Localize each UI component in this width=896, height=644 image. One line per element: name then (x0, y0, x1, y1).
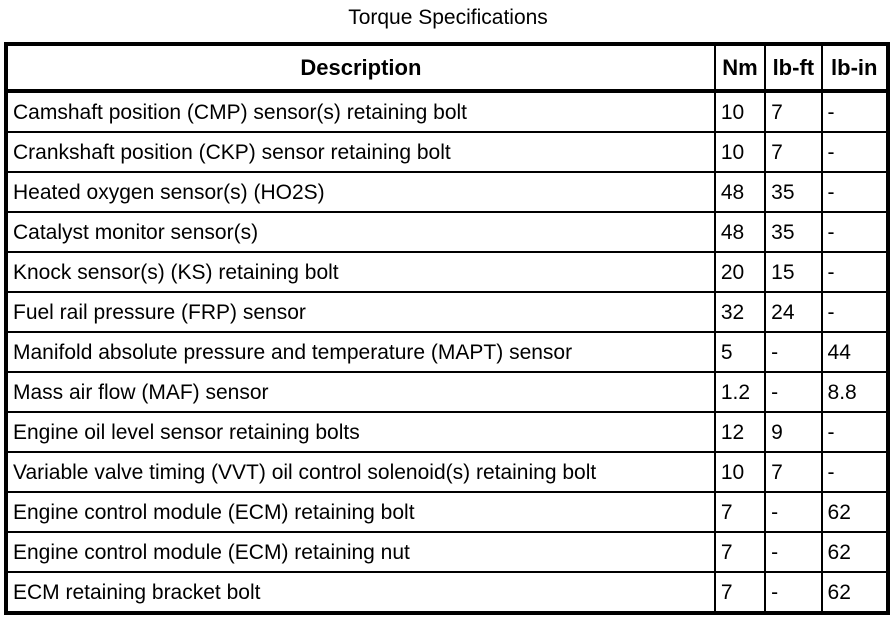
cell-lb-ft: 15 (764, 251, 823, 293)
cell-nm: 7 (713, 531, 767, 573)
column-header-description: Description (5, 43, 716, 93)
cell-lb-ft: 7 (764, 131, 823, 173)
cell-lb-in: - (820, 131, 890, 173)
table-row: Engine control module (ECM) retaining bo… (5, 491, 890, 533)
cell-description: Manifold absolute pressure and temperatu… (5, 331, 716, 373)
cell-description: Catalyst monitor sensor(s) (5, 211, 716, 253)
table-row: Camshaft position (CMP) sensor(s) retain… (5, 90, 890, 133)
cell-description: Heated oxygen sensor(s) (HO2S) (5, 171, 716, 213)
table-header: Description Nm lb-ft lb-in (5, 43, 890, 93)
cell-lb-ft: 7 (764, 90, 823, 133)
cell-lb-in: 44 (820, 331, 890, 373)
cell-lb-ft: 35 (764, 171, 823, 213)
cell-lb-ft: 35 (764, 211, 823, 253)
cell-lb-ft: - (764, 571, 823, 614)
page-title: Torque Specifications (348, 6, 548, 29)
cell-lb-in: - (820, 451, 890, 493)
column-header-lb-ft: lb-ft (764, 43, 823, 93)
cell-nm: 12 (713, 411, 767, 453)
table-row: Variable valve timing (VVT) oil control … (5, 451, 890, 493)
cell-lb-ft: - (764, 531, 823, 573)
cell-nm: 10 (713, 90, 767, 133)
table-row: Heated oxygen sensor(s) (HO2S) 48 35 - (5, 171, 890, 213)
cell-lb-in: - (820, 291, 890, 333)
cell-nm: 7 (713, 491, 767, 533)
table-row: Manifold absolute pressure and temperatu… (5, 331, 890, 373)
cell-lb-in: - (820, 211, 890, 253)
table-body: Camshaft position (CMP) sensor(s) retain… (5, 90, 890, 614)
cell-description: Engine control module (ECM) retaining bo… (5, 491, 716, 533)
cell-nm: 5 (713, 331, 767, 373)
table-row: Knock sensor(s) (KS) retaining bolt 20 1… (5, 251, 890, 293)
cell-lb-in: - (820, 251, 890, 293)
cell-nm: 10 (713, 451, 767, 493)
torque-specifications-table: Description Nm lb-ft lb-in Camshaft posi… (4, 42, 890, 615)
cell-lb-ft: 7 (764, 451, 823, 493)
cell-lb-in: 62 (820, 491, 890, 533)
table-row: Catalyst monitor sensor(s) 48 35 - (5, 211, 890, 253)
table-row: ECM retaining bracket bolt 7 - 62 (5, 571, 890, 614)
cell-nm: 10 (713, 131, 767, 173)
column-header-nm: Nm (713, 43, 767, 93)
column-header-lb-in: lb-in (820, 43, 890, 93)
cell-lb-in: - (820, 411, 890, 453)
cell-nm: 1.2 (713, 371, 767, 413)
cell-description: Variable valve timing (VVT) oil control … (5, 451, 716, 493)
cell-lb-ft: - (764, 331, 823, 373)
table-row: Fuel rail pressure (FRP) sensor 32 24 - (5, 291, 890, 333)
cell-description: Engine control module (ECM) retaining nu… (5, 531, 716, 573)
cell-nm: 20 (713, 251, 767, 293)
cell-lb-in: 62 (820, 571, 890, 614)
cell-description: Crankshaft position (CKP) sensor retaini… (5, 131, 716, 173)
cell-description: ECM retaining bracket bolt (5, 571, 716, 614)
table-row: Crankshaft position (CKP) sensor retaini… (5, 131, 890, 173)
cell-nm: 48 (713, 211, 767, 253)
header-row: Description Nm lb-ft lb-in (5, 43, 890, 93)
cell-description: Fuel rail pressure (FRP) sensor (5, 291, 716, 333)
cell-description: Camshaft position (CMP) sensor(s) retain… (5, 90, 716, 133)
table-row: Engine control module (ECM) retaining nu… (5, 531, 890, 573)
cell-lb-ft: - (764, 371, 823, 413)
cell-nm: 32 (713, 291, 767, 333)
cell-lb-in: - (820, 90, 890, 133)
cell-lb-ft: 24 (764, 291, 823, 333)
cell-nm: 7 (713, 571, 767, 614)
cell-nm: 48 (713, 171, 767, 213)
table-row: Mass air flow (MAF) sensor 1.2 - 8.8 (5, 371, 890, 413)
cell-lb-in: 62 (820, 531, 890, 573)
cell-lb-in: 8.8 (820, 371, 890, 413)
table-row: Engine oil level sensor retaining bolts … (5, 411, 890, 453)
cell-lb-ft: 9 (764, 411, 823, 453)
cell-description: Engine oil level sensor retaining bolts (5, 411, 716, 453)
cell-lb-ft: - (764, 491, 823, 533)
cell-lb-in: - (820, 171, 890, 213)
cell-description: Knock sensor(s) (KS) retaining bolt (5, 251, 716, 293)
cell-description: Mass air flow (MAF) sensor (5, 371, 716, 413)
